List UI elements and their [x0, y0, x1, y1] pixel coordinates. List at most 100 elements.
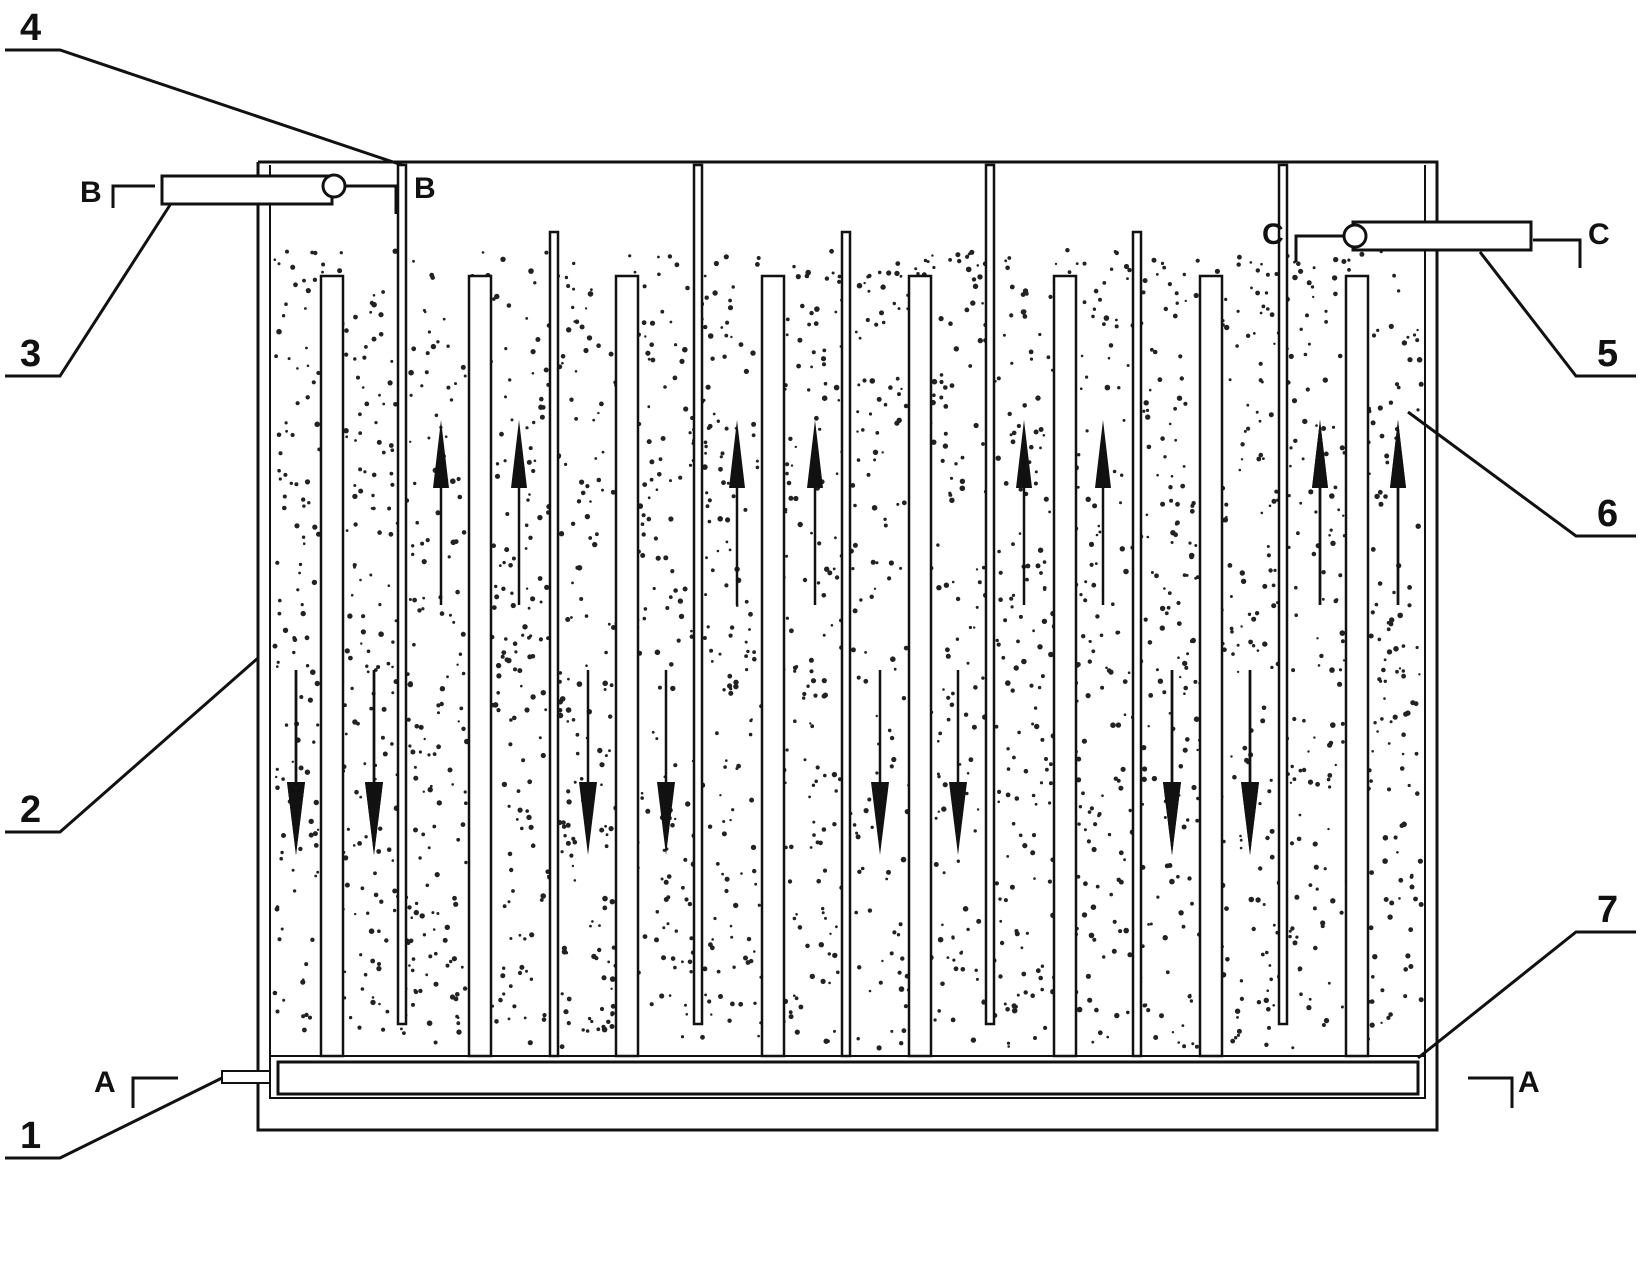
media-speck: [824, 566, 830, 572]
media-speck: [1338, 668, 1343, 672]
media-speck: [1017, 730, 1021, 735]
media-speck: [356, 721, 360, 726]
media-speck: [1377, 637, 1382, 642]
media-speck: [731, 808, 735, 812]
media-speck: [361, 614, 366, 619]
media-speck: [1308, 883, 1313, 887]
media-speck: [366, 649, 371, 654]
media-speck: [275, 1009, 280, 1014]
media-speck: [1035, 395, 1041, 401]
media-speck: [599, 827, 605, 833]
media-speck: [658, 457, 663, 462]
media-speck: [1252, 332, 1256, 335]
media-speck: [1039, 446, 1042, 450]
media-speck: [460, 364, 466, 370]
media-speck: [673, 588, 678, 593]
media-speck: [587, 1016, 592, 1021]
media-speck: [856, 430, 859, 433]
media-speck: [1006, 747, 1010, 751]
media-speck: [862, 378, 867, 383]
riser-tube: [907, 274, 933, 1058]
media-speck: [1273, 568, 1277, 573]
media-speck: [566, 1021, 571, 1026]
media-speck: [1194, 1044, 1199, 1049]
media-speck: [727, 673, 733, 679]
media-speck: [893, 667, 897, 671]
media-speck: [1227, 563, 1233, 568]
media-speck: [1224, 297, 1228, 301]
media-speck: [1240, 458, 1244, 461]
media-speck: [1296, 836, 1302, 842]
media-speck: [866, 472, 871, 477]
media-speck: [512, 1004, 517, 1009]
media-speck: [1118, 850, 1124, 856]
media-speck: [494, 293, 500, 300]
media-speck: [667, 254, 673, 259]
media-speck: [854, 330, 858, 334]
media-speck: [880, 284, 886, 290]
media-speck: [808, 657, 814, 663]
media-speck: [704, 451, 707, 455]
media-speck: [802, 577, 808, 583]
media-speck: [723, 254, 729, 260]
media-speck: [387, 380, 393, 386]
media-speck: [1012, 755, 1016, 760]
media-speck: [608, 826, 614, 832]
media-speck: [834, 575, 840, 580]
media-speck: [1006, 767, 1011, 771]
media-speck: [723, 765, 727, 769]
media-speck: [854, 910, 858, 915]
media-speck: [953, 966, 959, 972]
media-speck: [308, 832, 314, 838]
inlet-nozzle: [221, 1070, 271, 1084]
right-pipe-body: [1351, 220, 1533, 252]
media-speck: [724, 333, 729, 338]
media-speck: [1298, 268, 1304, 274]
media-speck: [886, 270, 892, 276]
media-speck: [665, 606, 670, 610]
media-speck: [1018, 487, 1023, 492]
media-speck: [672, 375, 678, 381]
media-speck: [525, 317, 529, 320]
media-speck: [975, 977, 979, 981]
media-speck: [276, 660, 280, 664]
media-speck: [669, 662, 674, 667]
media-speck: [975, 568, 979, 571]
media-speck: [566, 799, 572, 805]
media-speck: [718, 652, 722, 656]
media-speck: [1288, 929, 1292, 933]
media-speck: [997, 789, 1002, 795]
media-speck: [354, 789, 359, 795]
media-speck: [1266, 307, 1270, 311]
media-speck: [1040, 674, 1045, 679]
up-arrow-head: [1016, 420, 1032, 488]
media-speck: [357, 841, 362, 846]
media-speck: [290, 264, 296, 270]
media-speck: [1236, 1033, 1240, 1037]
media-speck: [1311, 551, 1317, 557]
media-speck: [752, 650, 756, 654]
media-speck: [517, 970, 523, 976]
media-speck: [382, 402, 386, 406]
media-speck: [1013, 665, 1019, 671]
media-speck: [1268, 964, 1272, 967]
media-speck: [501, 586, 506, 591]
media-speck: [797, 925, 803, 930]
media-speck: [501, 781, 508, 788]
media-speck: [856, 282, 863, 289]
media-speck: [1030, 850, 1036, 856]
media-speck: [660, 436, 666, 441]
media-speck: [677, 598, 684, 604]
media-speck: [1239, 996, 1244, 1002]
media-speck: [506, 303, 512, 308]
media-speck: [1267, 1025, 1271, 1030]
media-speck: [655, 488, 659, 492]
media-speck: [564, 275, 569, 280]
media-speck: [1002, 333, 1006, 337]
media-speck: [528, 493, 531, 496]
media-speck: [434, 872, 440, 878]
media-speck: [1288, 353, 1294, 359]
media-speck: [1407, 603, 1412, 608]
media-speck: [1230, 1038, 1236, 1044]
left-pipe-body: [160, 174, 334, 206]
